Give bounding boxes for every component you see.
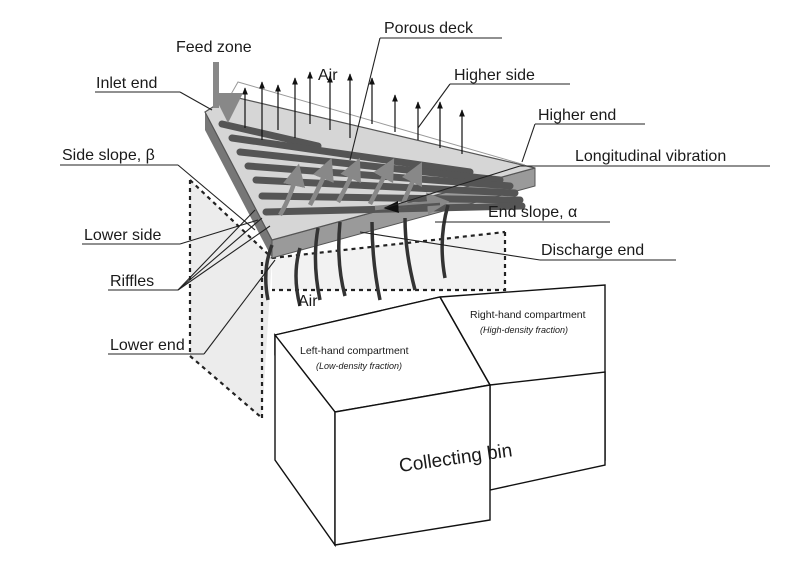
lower-side-label: Lower side [84, 227, 161, 244]
air-flow-up-arrows [242, 71, 465, 154]
longitudinal-vibration-label: Longitudinal vibration [575, 148, 726, 165]
collecting-bin [273, 284, 606, 548]
vibration-arrow [383, 201, 441, 214]
left-fraction-label: (Low-density fraction) [316, 361, 402, 371]
right-compartment-label: Right-hand compartment [470, 309, 586, 321]
discharge-end-label: Discharge end [541, 242, 644, 259]
left-compartment-label: Left-hand compartment [300, 345, 409, 357]
inlet-end-label: Inlet end [96, 75, 157, 92]
air-bottom-label: Air [298, 293, 318, 310]
right-fraction-label: (High-density fraction) [480, 325, 568, 335]
feed-zone-label: Feed zone [176, 39, 252, 56]
higher-end-label: Higher end [538, 107, 616, 124]
leader-lines [60, 37, 770, 355]
riffles-label: Riffles [110, 273, 154, 290]
higher-side-label: Higher side [454, 67, 535, 84]
lower-end-label: Lower end [110, 337, 185, 354]
porous-deck-label: Porous deck [384, 20, 474, 37]
side-slope-label: Side slope, β [62, 147, 155, 164]
air-top-label: Air [318, 67, 338, 84]
end-slope-label: End slope, α [488, 204, 577, 221]
